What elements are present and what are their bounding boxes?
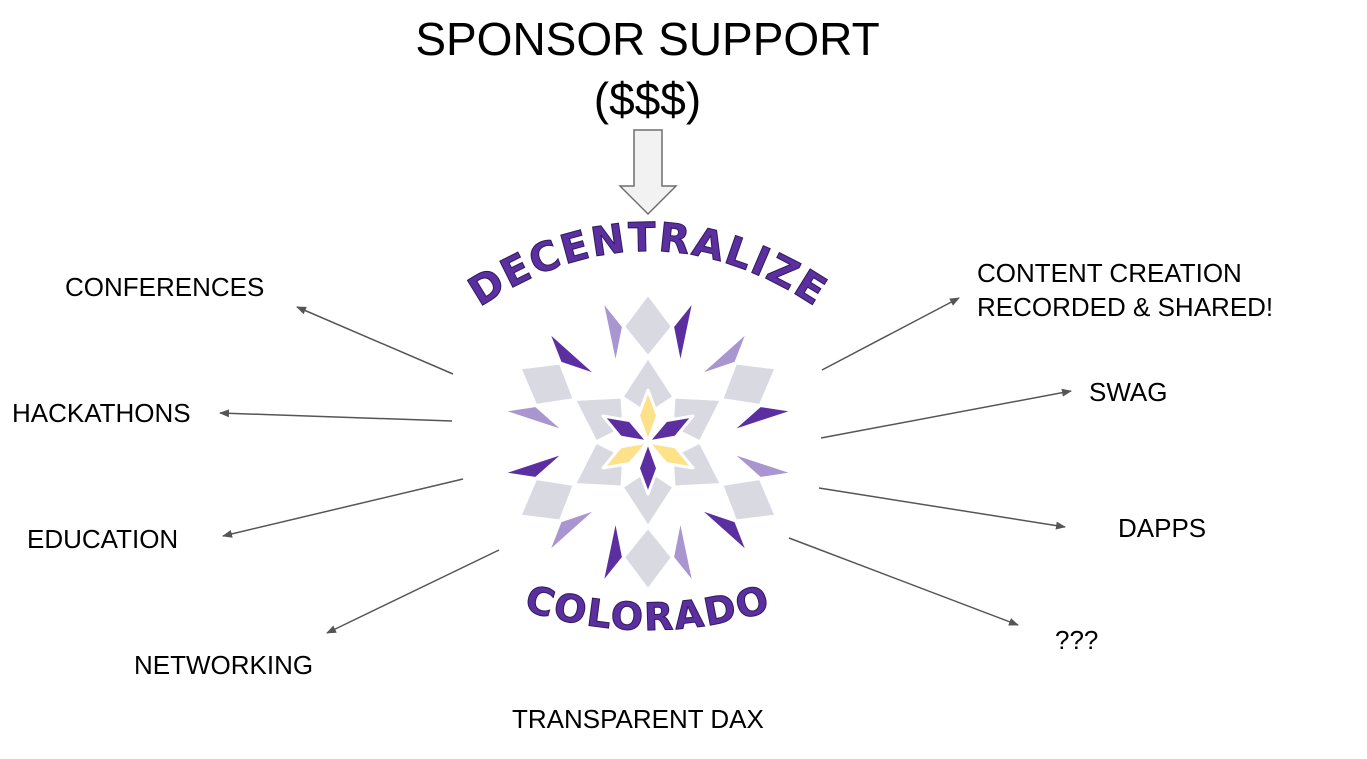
arrow-unknown	[788, 537, 1019, 626]
star-petal-dark	[546, 329, 624, 399]
star-petal-light	[600, 297, 625, 399]
star-inner-diamond	[572, 395, 626, 444]
label-hackathons: HACKATHONS	[12, 398, 191, 428]
star-petal-dark	[499, 440, 598, 480]
star-center-ray	[636, 388, 660, 444]
arrow-dapps	[818, 487, 1066, 530]
star-inner-diamond	[572, 440, 626, 489]
down-arrow-icon	[618, 129, 678, 216]
star-petal-dark	[600, 485, 625, 587]
label-unknown: ???	[1055, 625, 1099, 655]
star-inner-diamond	[670, 395, 724, 444]
label-content-creation: CONTENT CREATION	[977, 258, 1242, 288]
label-dapps: DAPPS	[1118, 513, 1207, 543]
arrow-content-creation	[821, 297, 960, 371]
arrow-swag	[820, 388, 1072, 439]
sponsor-support-title: SPONSOR SUPPORT	[415, 13, 880, 65]
star-center-ray	[646, 414, 695, 444]
star-center-ray	[636, 440, 660, 496]
transparent-dax-label: TRANSPARENT DAX	[512, 704, 764, 734]
label-conferences: CONFERENCES	[65, 272, 265, 302]
star-outer-diamond	[720, 361, 778, 407]
arrow-conferences	[296, 306, 454, 375]
star-outer-diamond	[622, 292, 674, 359]
label-recorded-shared: RECORDED & SHARED!	[977, 292, 1274, 322]
label-education: EDUCATION	[27, 524, 179, 554]
star-petal-dark	[698, 404, 797, 444]
star-logo-icon	[499, 292, 797, 592]
arrow-networking	[326, 549, 500, 634]
money-subtitle: ($$$)	[593, 73, 702, 125]
star-center-ray	[601, 414, 650, 444]
star-petal-dark	[671, 297, 696, 399]
label-networking: NETWORKING	[134, 650, 314, 680]
star-inner-diamond	[670, 440, 724, 489]
star-outer-diamond	[518, 477, 576, 523]
arrow-education	[222, 478, 464, 538]
star-petal-dark	[672, 485, 750, 555]
star-inner-diamond	[620, 468, 676, 529]
star-inner-diamond	[620, 355, 676, 416]
star-outer-diamond	[720, 477, 778, 523]
star-outer-diamond	[518, 361, 576, 407]
label-swag: SWAG	[1089, 377, 1168, 407]
star-outer-diamond	[622, 525, 674, 592]
arrow-hackathons	[219, 409, 453, 422]
star-center-ray	[646, 440, 695, 470]
star-center-ray	[601, 440, 650, 470]
